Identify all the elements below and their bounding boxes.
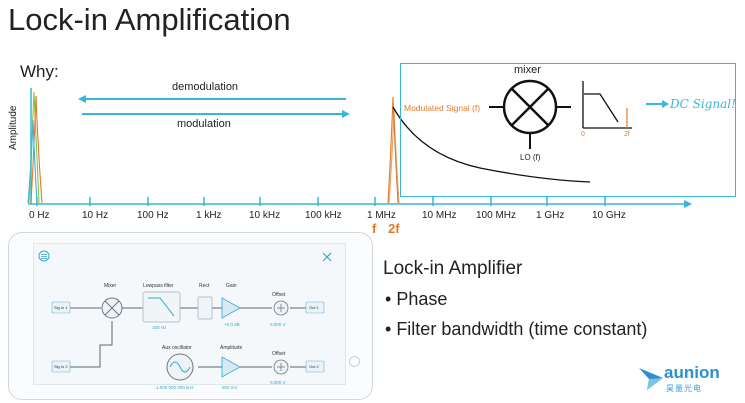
noise-curve xyxy=(392,106,591,183)
bullet-text: Filter bandwidth (time constant) xyxy=(396,319,648,339)
dc-signal-label: DC Signal! xyxy=(670,97,736,111)
tick-label: 0 Hz xyxy=(29,210,50,221)
bullet-item: • Filter bandwidth (time constant) xyxy=(385,319,648,339)
app-offset-value: 0.000 V xyxy=(270,322,286,327)
app-osc-value: 1.000 000 000 kHz xyxy=(156,385,194,390)
modulated-signal-label: Modulated Signal (f) xyxy=(404,103,481,113)
tick-label: 100 kHz xyxy=(305,210,342,221)
app-mixer-label: Mixer xyxy=(104,283,117,289)
filter-x0-label: 0 xyxy=(581,131,585,138)
tick-label: 1 MHz xyxy=(367,210,396,221)
tick-label: 10 kHz xyxy=(249,210,281,221)
app-lowpass-filter xyxy=(142,291,181,323)
low-frequency-peaks xyxy=(27,91,43,204)
x-axis-ticks xyxy=(36,197,606,206)
menu-icon xyxy=(38,250,50,262)
mixer-label: mixer xyxy=(514,64,541,76)
tick-label: 100 MHz xyxy=(476,210,517,221)
bullet-text: Phase xyxy=(396,289,448,309)
home-button xyxy=(349,356,360,367)
lowpass-filter-plot xyxy=(582,81,632,129)
tick-label: 1 kHz xyxy=(196,210,222,221)
app-amplitude xyxy=(221,356,241,378)
app-lowpass-label: Lowpass filter xyxy=(143,283,174,289)
mixer-symbol xyxy=(489,79,571,149)
app-gain xyxy=(221,297,241,319)
modulation-label: modulation xyxy=(177,118,231,130)
tick-label: 10 MHz xyxy=(422,210,457,221)
demodulation-label: demodulation xyxy=(172,81,239,93)
app-amplitude-label: Amplitude xyxy=(220,345,243,351)
app-offset2-value: 0.000 V xyxy=(270,380,286,385)
why-label: Why: xyxy=(20,62,59,81)
app-rect xyxy=(197,296,213,320)
tick-label: 1 GHz xyxy=(536,210,565,221)
tick-label: 10 Hz xyxy=(82,210,109,221)
f-label: f xyxy=(372,221,377,236)
app-amplitude-value: 500 mV xyxy=(222,385,238,390)
logo-name: aunion xyxy=(664,363,720,382)
app-gain-value: +0.0 dB xyxy=(224,322,240,327)
page-title: Lock-in Amplification xyxy=(8,2,291,37)
app-gain-label: Gain xyxy=(226,283,237,289)
out-2-box xyxy=(305,360,325,373)
sig-in-2-label: Sig In 2 xyxy=(54,364,68,369)
logo-subtitle: 昊量光电 xyxy=(666,384,702,393)
app-offset2-label: Offset xyxy=(272,351,286,357)
tools-icon xyxy=(322,252,332,262)
app-aux-label: Aux oscillator xyxy=(162,345,192,351)
sig-in-2-box xyxy=(51,360,71,373)
app-lowpass-value: 100 Hz xyxy=(152,325,167,330)
tick-label: 10 GHz xyxy=(592,210,626,221)
out-2-label: Out 2 xyxy=(309,364,319,369)
out-1-label: Out 1 xyxy=(309,305,319,310)
lock-in-title: Lock-in Amplifier xyxy=(383,258,523,279)
app-offset-label: Offset xyxy=(272,292,286,298)
tick-label: 100 Hz xyxy=(137,210,169,221)
app-rect-label: Rect xyxy=(199,283,210,289)
x-axis-arrowhead xyxy=(684,200,692,208)
sig-in-1-box xyxy=(51,301,71,314)
lo-label: LO (f) xyxy=(520,153,541,162)
mixer-panel xyxy=(400,63,736,197)
aunion-logo-icon xyxy=(639,368,663,390)
sig-in-1-label: Sig In 1 xyxy=(54,305,68,310)
filter-x1-label: 2f xyxy=(624,131,630,138)
2f-label: 2f xyxy=(388,221,400,236)
out-1-box xyxy=(305,301,325,314)
bullet-item: • Phase xyxy=(385,289,448,309)
